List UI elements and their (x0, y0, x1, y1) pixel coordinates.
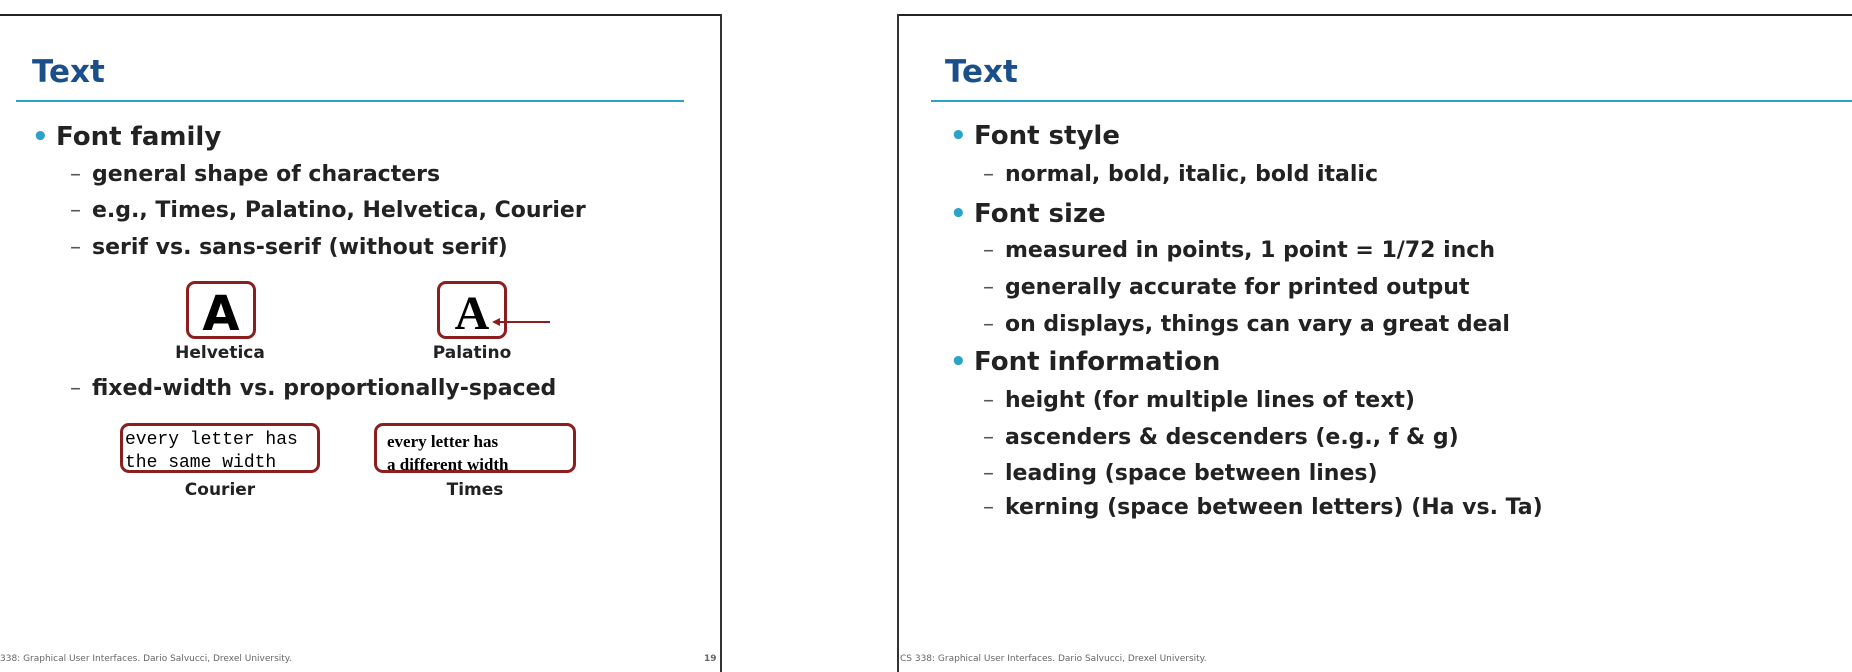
palatino-sample-box: A (437, 281, 507, 340)
bullet-font-size: Font size (950, 199, 1106, 229)
serif-arrow-icon (492, 318, 550, 326)
sub-item: leading (space between lines) (983, 461, 1378, 486)
sub-item: general shape of characters (70, 162, 440, 187)
sub-item: ascenders & descenders (e.g., f & g) (983, 425, 1459, 450)
title-rule (931, 100, 1852, 102)
slide-title: Text (32, 54, 105, 90)
sub-item: generally accurate for printed output (983, 275, 1470, 300)
palatino-caption: Palatino (432, 343, 512, 363)
bullet-font-family: Font family (32, 122, 221, 152)
helvetica-sample-box: A (186, 281, 256, 342)
courier-sample-box: every letter has the same width (120, 423, 320, 473)
sub-item: normal, bold, italic, bold italic (983, 162, 1378, 187)
times-sample-box: every letter has a different width (374, 423, 576, 474)
page-number: 19 (704, 654, 717, 664)
helvetica-glyph: A (202, 286, 240, 342)
slide-footer: CS 338: Graphical User Interfaces. Dario… (900, 654, 1207, 664)
sub-item: e.g., Times, Palatino, Helvetica, Courie… (70, 198, 586, 223)
slide-right: Text Font style normal, bold, italic, bo… (897, 0, 1852, 672)
bullet-font-style: Font style (950, 121, 1120, 151)
times-caption: Times (446, 480, 504, 500)
times-line-2: a different width (387, 455, 509, 474)
slide-left: Text Font family general shape of charac… (0, 0, 722, 672)
sub-item: kerning (space between letters) (Ha vs. … (983, 495, 1543, 520)
slide-right-border (720, 14, 722, 672)
sub-item: measured in points, 1 point = 1/72 inch (983, 238, 1495, 263)
slide-top-border (897, 14, 1852, 16)
slide-title: Text (945, 54, 1018, 90)
bullet-font-information: Font information (950, 347, 1220, 377)
courier-line-2: the same width (125, 453, 277, 473)
times-line-1: every letter has (387, 432, 499, 451)
slide-left-border (897, 14, 899, 672)
sub-item: on displays, things can vary a great dea… (983, 312, 1510, 337)
slide-footer: 338: Graphical User Interfaces. Dario Sa… (0, 654, 292, 664)
helvetica-caption: Helvetica (175, 343, 265, 363)
title-rule (16, 100, 684, 102)
palatino-glyph: A (454, 287, 490, 340)
courier-caption: Courier (184, 480, 256, 500)
sub-item: fixed-width vs. proportionally-spaced (70, 376, 556, 401)
slide-top-border (0, 14, 722, 16)
sub-item: height (for multiple lines of text) (983, 388, 1415, 413)
sub-item: serif vs. sans-serif (without serif) (70, 235, 508, 260)
courier-line-1: every letter has (125, 430, 298, 450)
